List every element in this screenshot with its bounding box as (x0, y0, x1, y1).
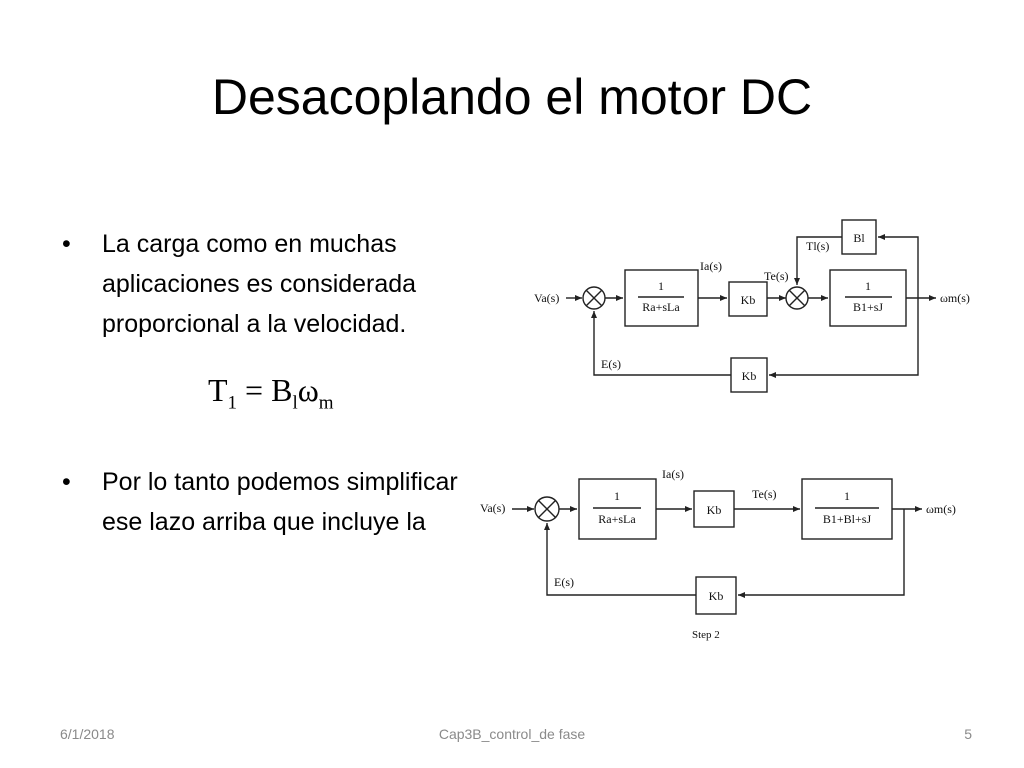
eq-omega-sub: m (318, 392, 334, 414)
d2-input-label: Va(s) (480, 501, 505, 515)
slide-title: Desacoplando el motor DC (211, 69, 813, 125)
d2-block1-num: 1 (614, 489, 620, 503)
d1-kb-forward-block (728, 281, 768, 317)
d2-current-label: Ia(s) (662, 467, 684, 481)
bullet-text: Por lo tanto podemos simplificar ese laz… (102, 468, 458, 536)
eq-lhs-sub: 1 (227, 392, 238, 414)
eq-equals-b: = B (237, 372, 293, 408)
bullet-item: • La carga como en muchas aplicaciones e… (62, 224, 502, 344)
bullet-item: • Por lo tanto podemos simplificar ese l… (62, 462, 502, 542)
d1-te-label: Te(s) (764, 269, 788, 283)
eq-omega: ω (297, 372, 319, 408)
d2-e-label: E(s) (554, 575, 574, 589)
d2-te-label: Te(s) (752, 487, 776, 501)
d2-kb-feedback-label: Kb (709, 589, 724, 603)
d1-kb-feedback-label: Kb (742, 369, 757, 383)
bullet-dot-icon: • (62, 230, 71, 258)
d1-bl-label: Bl (853, 231, 865, 245)
d1-current-label: Ia(s) (700, 259, 722, 273)
d2-kb-feedback-block (695, 576, 737, 615)
d2-kb-forward-label: Kb (707, 503, 722, 517)
load-torque-equation: T1 = Blωm (208, 370, 334, 423)
diagram-1: Va(s) 1 Ra+sLa Ia(s) Kb Te(s) 1 B1+sJ ωm… (534, 219, 970, 393)
d2-mechanical-block (801, 478, 893, 540)
bullet-list: • La carga como en muchas aplicaciones e… (62, 224, 502, 542)
eq-b-sub: l (292, 392, 298, 414)
d1-summing-junction-1 (582, 286, 606, 310)
d1-load-torque-wire (794, 236, 842, 285)
d1-tl-label: Tl(s) (806, 239, 829, 253)
footer-date: 6/1/2018 (60, 726, 115, 742)
d1-block1-den: Ra+sLa (642, 300, 680, 314)
d1-bl-block (841, 219, 877, 255)
d1-e-label: E(s) (601, 357, 621, 371)
d2-output-label: ωm(s) (926, 502, 956, 516)
d2-summing-junction (534, 496, 560, 522)
d1-mechanical-block (829, 269, 907, 327)
d2-emf-feedback-wire (738, 509, 905, 598)
d1-summing-junction-2 (785, 286, 809, 310)
d1-emf-feedback-wire (769, 298, 919, 378)
d1-block2-den: B1+sJ (853, 300, 883, 314)
d1-load-feedback-wire (878, 234, 919, 298)
bullet-dot-icon: • (62, 468, 71, 496)
d2-block2-num: 1 (844, 489, 850, 503)
diagram-2: Va(s) 1 Ra+sLa Ia(s) Kb Te(s) 1 B1+Bl+sJ… (480, 467, 956, 641)
d1-emf-wire (591, 311, 731, 376)
bullet-text: La carga como en muchas aplicaciones es … (102, 230, 417, 338)
d2-block2-den: B1+Bl+sJ (823, 512, 872, 526)
d1-kb-forward-label: Kb (741, 293, 756, 307)
d1-block1-num: 1 (658, 279, 664, 293)
d1-input-label: Va(s) (534, 291, 559, 305)
d1-block2-num: 1 (865, 279, 871, 293)
d2-armature-block (578, 478, 657, 540)
d2-emf-wire (544, 523, 696, 596)
footer-page-number: 5 (964, 726, 972, 742)
d2-caption: Step 2 (692, 629, 720, 641)
d1-output-label: ωm(s) (940, 291, 970, 305)
d2-block1-den: Ra+sLa (598, 512, 636, 526)
eq-lhs: T (208, 372, 228, 408)
footer-title: Cap3B_control_de fase (438, 726, 586, 742)
